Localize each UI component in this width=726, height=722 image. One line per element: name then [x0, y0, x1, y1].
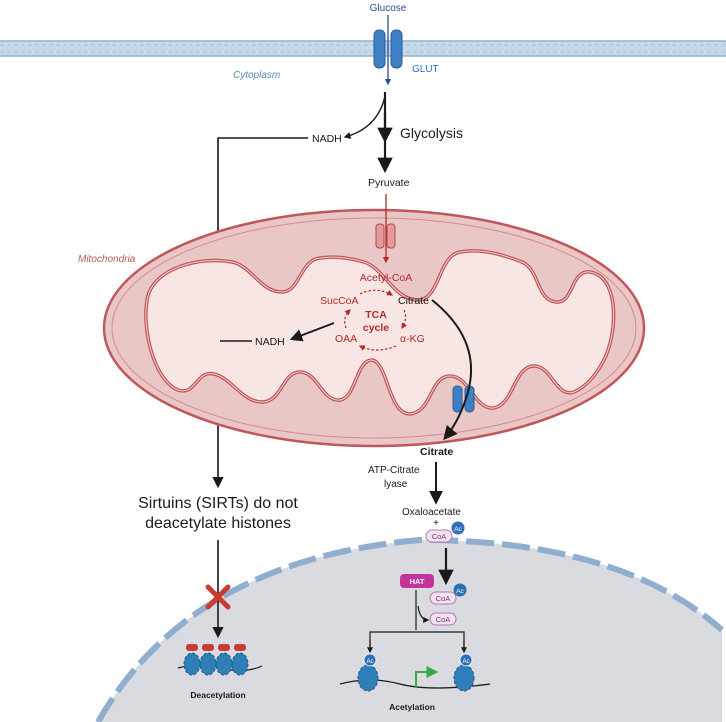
- sirtuins-label-line2: deacetylate histones: [145, 515, 291, 532]
- ac-histone-right: Ac: [462, 659, 469, 665]
- sirtuins-label-line1: Sirtuins (SIRTs) do not: [138, 495, 298, 512]
- mitochondrion: [102, 208, 646, 448]
- coa-release-arrow: [417, 605, 430, 623]
- tca-label-line2: cycle: [363, 322, 389, 334]
- plasma-membrane: [0, 40, 726, 57]
- atp-citrate-lyase-line1: ATP-Citrate: [368, 465, 420, 476]
- free-coa-label: CoA: [436, 615, 451, 624]
- tca-cycle-arrows: [344, 289, 408, 351]
- inhibition-x-icon: [205, 584, 231, 610]
- nadh-glycolysis-label: NADH: [312, 133, 342, 145]
- transcription-start-arrow: [415, 666, 439, 688]
- glucose-label: Glucose: [370, 3, 407, 14]
- akg-label: α-KG: [400, 333, 425, 345]
- pyruvate-label: Pyruvate: [368, 177, 410, 189]
- nucleus: [95, 536, 724, 722]
- acetyl-coa-nuclear: [429, 583, 467, 605]
- citrate-cytosol-label: Citrate: [420, 446, 453, 458]
- mitochondria-label: Mitochondria: [78, 254, 136, 265]
- oxaloacetate-label: Oxaloacetate: [402, 507, 461, 518]
- citrate-inner-label: Citrate: [398, 295, 429, 307]
- hat-label: HAT: [410, 577, 425, 586]
- oaa-label: OAA: [335, 333, 357, 345]
- acetylated-chromatin: [339, 653, 491, 692]
- ac-nuclear-label: Ac: [456, 588, 464, 595]
- pyruvate-carrier: [375, 223, 396, 249]
- tca-label-line1: TCA: [365, 309, 387, 321]
- plus-sign: +: [433, 518, 439, 529]
- coa-nuclear-label: CoA: [436, 594, 451, 603]
- free-coa: [429, 612, 457, 626]
- citrate-export-arrow: [431, 299, 472, 441]
- tca-nadh-arrow: [289, 322, 335, 342]
- atp-citrate-lyase-line2: lyase: [384, 479, 408, 490]
- coa-cytosol-label: CoA: [432, 532, 447, 541]
- cytoplasm-label: Cytoplasm: [233, 70, 280, 81]
- acetylation-label: Acetylation: [389, 702, 435, 712]
- acetyl-coa-label: Acetyl-CoA: [360, 272, 413, 284]
- glut-label: GLUT: [412, 64, 439, 75]
- histone-array: [177, 644, 263, 676]
- ac-histone-left: Ac: [366, 659, 373, 665]
- glycolysis-pathway: [343, 92, 393, 174]
- ac-cytosol-label: Ac: [454, 526, 462, 533]
- citrate-carrier: [452, 385, 475, 413]
- hat-enzyme: [400, 574, 434, 588]
- acetyl-coa-cytosol: [425, 521, 465, 543]
- nadh-mito-label: NADH: [255, 336, 285, 348]
- glycolysis-label: Glycolysis: [400, 125, 463, 141]
- succoa-label: SucCoA: [320, 295, 359, 307]
- glut-transporter: [373, 29, 403, 69]
- deacetylation-label: Deacetylation: [190, 690, 245, 700]
